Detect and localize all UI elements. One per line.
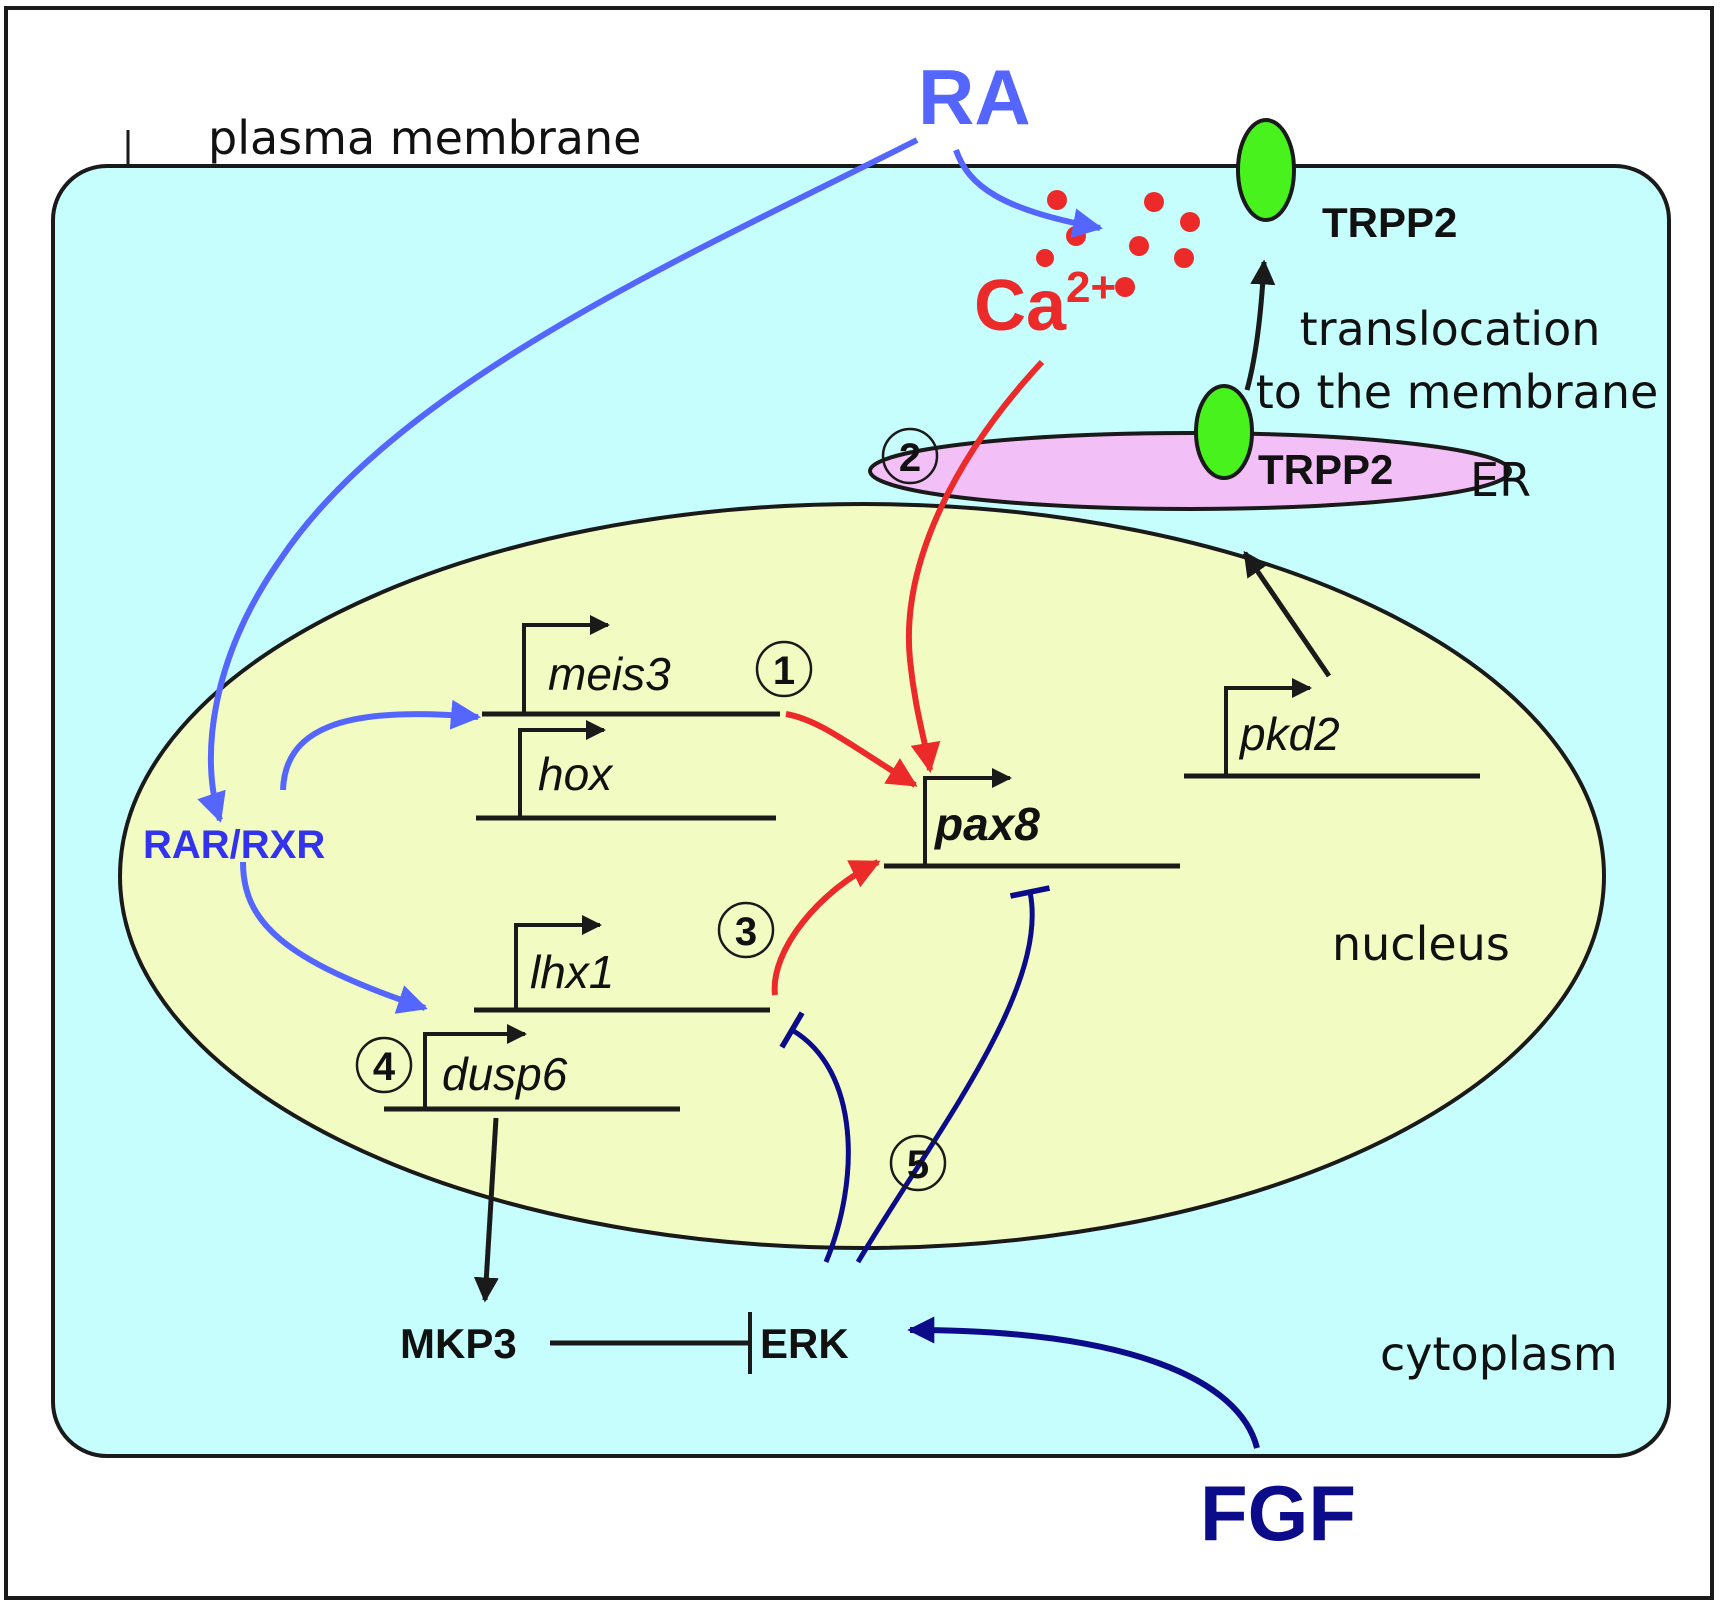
svg-text:5: 5 [907, 1143, 929, 1187]
translocation-arrow [1244, 259, 1276, 391]
nucleus [118, 502, 1606, 1250]
gene-label-pkd2: pkd2 [1238, 708, 1340, 760]
step-marker-3: 3 [717, 901, 775, 959]
nucleus-label: nucleus [1332, 917, 1510, 971]
fgf-to-erk-arrow [907, 1316, 1260, 1449]
gene-pax8: pax8 [884, 768, 1180, 869]
calcium-ion [1180, 212, 1200, 232]
promoter-arrow-icon [514, 915, 602, 1010]
step-marker-4: 4 [355, 1036, 413, 1094]
calcium-label: Ca2+ [974, 263, 1116, 346]
promoter-arrow-icon [522, 615, 610, 714]
ra-to-rar-rxr-arrow [197, 137, 919, 823]
gene-lhx1: lhx1 [474, 915, 770, 1013]
trpp2-er-channel [1194, 384, 1254, 480]
gene-label-hox: hox [538, 748, 614, 800]
rar-rxr-to-lhx1-dusp6-arrow [240, 861, 428, 1014]
step-marker-5: 5 [889, 1134, 947, 1192]
plasma-membrane-label: plasma membrane [208, 111, 641, 165]
promoter-arrow-icon [923, 768, 1012, 866]
calcium-to-pax8-arrow [905, 359, 1045, 773]
endoplasmic-reticulum [868, 431, 1512, 511]
calcium-ion [1036, 249, 1054, 267]
calcium-ion [1047, 190, 1067, 210]
mkp3-label: MKP3 [400, 1320, 517, 1367]
trpp2-membrane-channel [1236, 118, 1296, 222]
svg-text:2: 2 [899, 436, 921, 480]
calcium-ion [1174, 248, 1194, 268]
cytoplasm-label: cytoplasm [1380, 1327, 1618, 1381]
svg-text:3: 3 [735, 910, 757, 954]
pkd2-to-er-arrow [1242, 550, 1332, 678]
trpp2-er-label: TRPP2 [1258, 446, 1393, 493]
ra-label: RA [918, 53, 1031, 141]
step-marker-2: 2 [881, 427, 939, 485]
meis3-hox-to-pax8-arrow [785, 711, 918, 788]
promoter-arrow-icon [423, 1024, 527, 1109]
rar-rxr-to-meis3-hox-arrow [280, 699, 481, 791]
translocation-label-line1: translocation [1300, 302, 1601, 356]
gene-hox: hox [476, 720, 776, 821]
erk-inhibits-lhx1 [779, 1011, 851, 1263]
erk-label: ERK [760, 1320, 849, 1367]
gene-meis3: meis3 [482, 615, 780, 717]
calcium-ion [1129, 236, 1149, 256]
calcium-ion [1115, 277, 1135, 297]
gene-pkd2: pkd2 [1184, 678, 1480, 779]
translocation-label-line2: to the membrane [1256, 365, 1659, 419]
promoter-arrow-icon [1224, 678, 1312, 776]
er-label: ER [1470, 453, 1531, 507]
dusp6-to-mkp3-arrow [473, 1117, 499, 1303]
rar-rxr-label: RAR/RXR [143, 823, 325, 867]
trpp2-membrane-label: TRPP2 [1322, 199, 1457, 246]
promoter-arrow-icon [518, 720, 606, 818]
erk-inhibits-pax8 [855, 885, 1051, 1264]
svg-text:4: 4 [373, 1045, 396, 1089]
calcium-ion [1066, 226, 1086, 246]
calcium-ion [1144, 192, 1164, 212]
gene-dusp6: dusp6 [384, 1024, 680, 1112]
lhx1-to-pax8-arrow [771, 859, 881, 996]
fgf-label: FGF [1200, 1469, 1356, 1557]
svg-text:1: 1 [773, 649, 795, 693]
gene-label-meis3: meis3 [548, 648, 671, 700]
step-marker-1: 1 [755, 640, 813, 698]
ra-to-calcium-arrow [953, 149, 1103, 238]
gene-label-lhx1: lhx1 [530, 946, 614, 998]
gene-label-pax8: pax8 [933, 798, 1040, 850]
gene-label-dusp6: dusp6 [442, 1048, 568, 1100]
